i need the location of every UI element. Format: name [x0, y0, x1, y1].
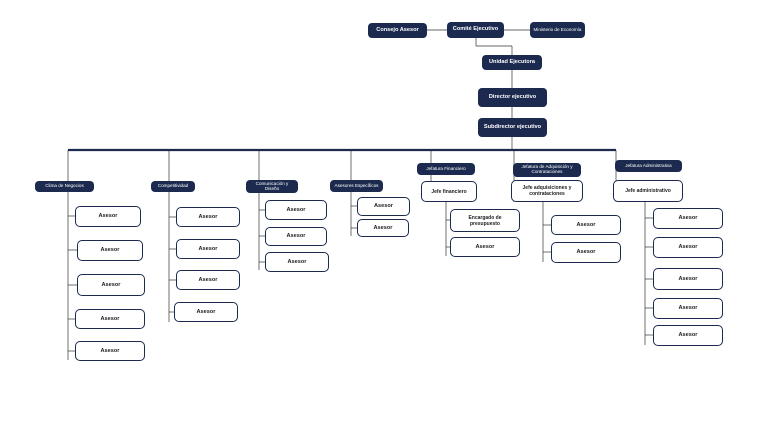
box-asesor[interactable]: Asesor [75, 341, 145, 361]
dept-comunicacion-y-diseno[interactable]: Comunicación y Diseño [246, 180, 298, 193]
box-asesor[interactable]: Asesor [357, 197, 410, 216]
box-subdirector-ejecutivo[interactable]: Subdirector ejecutivo [478, 118, 547, 137]
box-asesor[interactable]: Asesor [551, 215, 621, 235]
box-ministerio-economia[interactable]: Ministerio de Economía [530, 22, 585, 38]
box-unidad-ejecutora[interactable]: Unidad Ejecutora [482, 55, 542, 70]
box-asesor[interactable]: Asesor [653, 208, 723, 229]
box-asesor[interactable]: Asesor [265, 227, 327, 246]
box-asesor[interactable]: Asesor [265, 252, 329, 272]
box-consejo-asesor[interactable]: Consejo Asesor [368, 23, 427, 38]
box-encargado-presupuesto[interactable]: Encargado de presupuesto [450, 209, 520, 232]
dept-asesores-especificos[interactable]: Asesores Específicos [330, 180, 383, 192]
box-asesor[interactable]: Asesor [653, 237, 723, 258]
box-asesor[interactable]: Asesor [176, 207, 240, 227]
dept-competitividad[interactable]: Competitividad [151, 181, 195, 192]
box-asesor[interactable]: Asesor [653, 268, 723, 290]
box-asesor[interactable]: Asesor [450, 237, 520, 257]
box-asesor[interactable]: Asesor [653, 325, 723, 346]
dept-jefatura-adquisicion[interactable]: Jefatura de Adquisición y Contrataciones [513, 163, 581, 177]
box-asesor[interactable]: Asesor [357, 219, 409, 237]
box-asesor[interactable]: Asesor [174, 302, 238, 322]
box-asesor[interactable]: Asesor [75, 309, 145, 329]
box-asesor[interactable]: Asesor [77, 240, 143, 261]
box-asesor[interactable]: Asesor [551, 242, 621, 263]
dept-jefatura-administrativa[interactable]: Jefatura Administrativa [615, 160, 682, 172]
box-asesor[interactable]: Asesor [265, 200, 327, 220]
box-director-ejecutivo[interactable]: Director ejecutivo [478, 88, 547, 107]
box-asesor[interactable]: Asesor [75, 206, 141, 227]
dept-clima-de-negocios[interactable]: Clima de Negocios [35, 181, 94, 192]
box-asesor[interactable]: Asesor [77, 274, 145, 296]
box-asesor[interactable]: Asesor [176, 270, 240, 290]
box-asesor[interactable]: Asesor [176, 239, 240, 259]
dept-jefatura-financiero[interactable]: Jefatura Financiero [417, 163, 475, 175]
box-jefe-financiero[interactable]: Jefe financiero [421, 181, 477, 202]
box-asesor[interactable]: Asesor [653, 298, 723, 319]
box-jefe-adquisiciones[interactable]: Jefe adquisiciones y contrataciones [511, 180, 583, 202]
box-jefe-administrativo[interactable]: Jefe administrativo [613, 180, 683, 202]
box-comite-ejecutivo[interactable]: Comité Ejecutivo [447, 22, 504, 38]
